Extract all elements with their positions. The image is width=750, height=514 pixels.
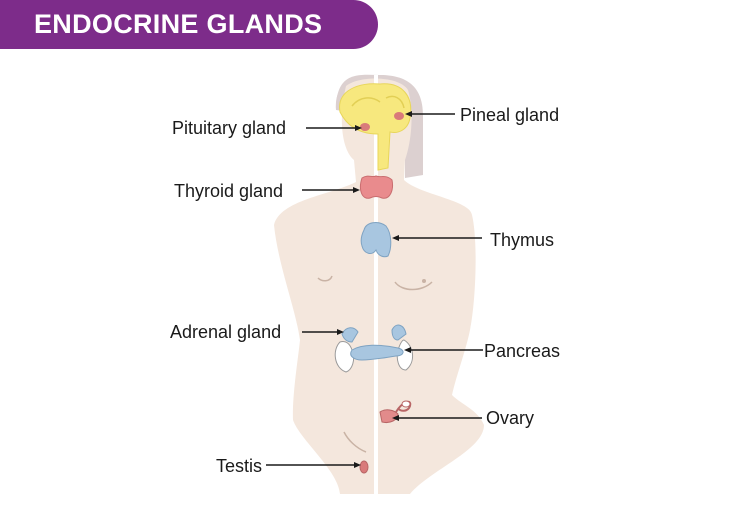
kidney-right — [396, 339, 413, 371]
label-pancreas: Pancreas — [484, 341, 561, 361]
arrowhead-ovary — [392, 415, 399, 421]
body-silhouette — [274, 78, 484, 494]
brain-folds — [351, 95, 405, 109]
arrowhead-adrenal — [337, 329, 344, 335]
label-thymus: Thymus — [490, 230, 555, 250]
thyroid — [359, 175, 393, 199]
arrowhead-pancreas — [404, 347, 411, 353]
arrowhead-pineal — [405, 111, 412, 117]
uterus — [379, 409, 399, 423]
label-adrenal-gland: Adrenal gland — [170, 322, 282, 342]
adrenal-left — [341, 327, 359, 343]
brain — [339, 83, 412, 171]
arrowhead-thymus — [392, 235, 399, 241]
label-ovary: Ovary — [486, 408, 535, 428]
kidney-left — [334, 341, 355, 373]
pineal — [394, 112, 404, 120]
nipple-left — [317, 275, 333, 282]
arrowhead-pituitary — [355, 125, 362, 131]
male-genital-outline — [343, 431, 367, 453]
title-banner: ENDOCRINE GLANDS — [0, 0, 378, 49]
label-testis: Testis — [216, 456, 263, 476]
label-pituitary-gland: Pituitary gland — [172, 118, 287, 138]
adrenal-right — [391, 324, 407, 341]
ovary — [401, 400, 411, 408]
arrowhead-thyroid — [353, 187, 360, 193]
page-title: ENDOCRINE GLANDS — [34, 9, 323, 39]
nipple-right — [394, 281, 433, 291]
arrowhead-testis — [354, 462, 361, 468]
testis — [359, 460, 369, 474]
nipple-dot-right — [422, 279, 426, 283]
thymus — [360, 222, 392, 258]
pointer-lines — [266, 111, 483, 468]
pancreas — [350, 344, 404, 361]
pituitary — [360, 123, 370, 131]
label-pineal-gland: Pineal gland — [460, 105, 560, 125]
label-thyroid-gland: Thyroid gland — [174, 181, 284, 201]
